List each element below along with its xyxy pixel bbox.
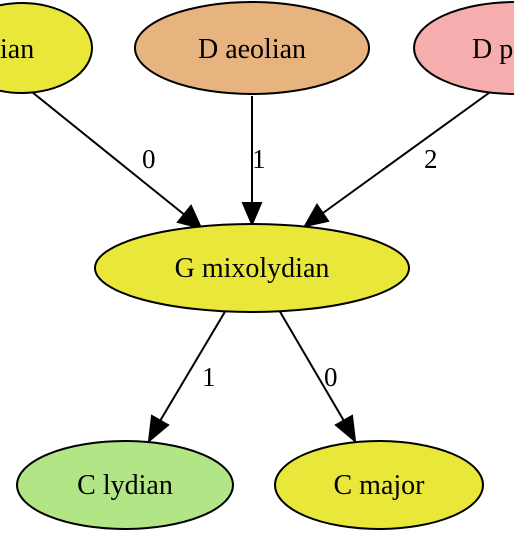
edge-label: 2 <box>424 144 438 174</box>
edge-g-mixolydian-to-c-major: 0 <box>278 309 357 444</box>
node-label: G mixolydian <box>175 253 330 284</box>
node-label: D p <box>472 34 513 65</box>
node-c-major[interactable]: C major <box>274 440 484 530</box>
edge-label: 1 <box>202 362 216 392</box>
edge-left-to-g-mixolydian: 0 <box>31 91 203 230</box>
edge-g-mixolydian-to-c-lydian: 1 <box>147 309 227 444</box>
node-label: C major <box>334 470 426 501</box>
edge-label: 0 <box>142 144 156 174</box>
node-d-partial[interactable]: D p <box>413 1 514 95</box>
node-label: ian <box>0 34 34 65</box>
edge-d-partial-to-g-mixolydian: 2 <box>303 89 494 228</box>
node-left-partial[interactable]: ian <box>0 2 93 94</box>
node-g-mixolydian[interactable]: G mixolydian <box>94 223 410 313</box>
edge-label: 1 <box>252 144 266 174</box>
edge-d-aeolian-to-g-mixolydian: 1 <box>241 96 266 227</box>
node-c-lydian[interactable]: C lydian <box>16 440 234 530</box>
node-label: D aeolian <box>198 34 306 65</box>
edges: 0 1 2 1 0 <box>31 89 494 444</box>
edge-label: 0 <box>324 362 338 392</box>
node-d-aeolian[interactable]: D aeolian <box>134 1 370 95</box>
node-label: C lydian <box>77 470 173 501</box>
nodes: ian D aeolian D p G mixolydian C lydian … <box>0 1 514 530</box>
